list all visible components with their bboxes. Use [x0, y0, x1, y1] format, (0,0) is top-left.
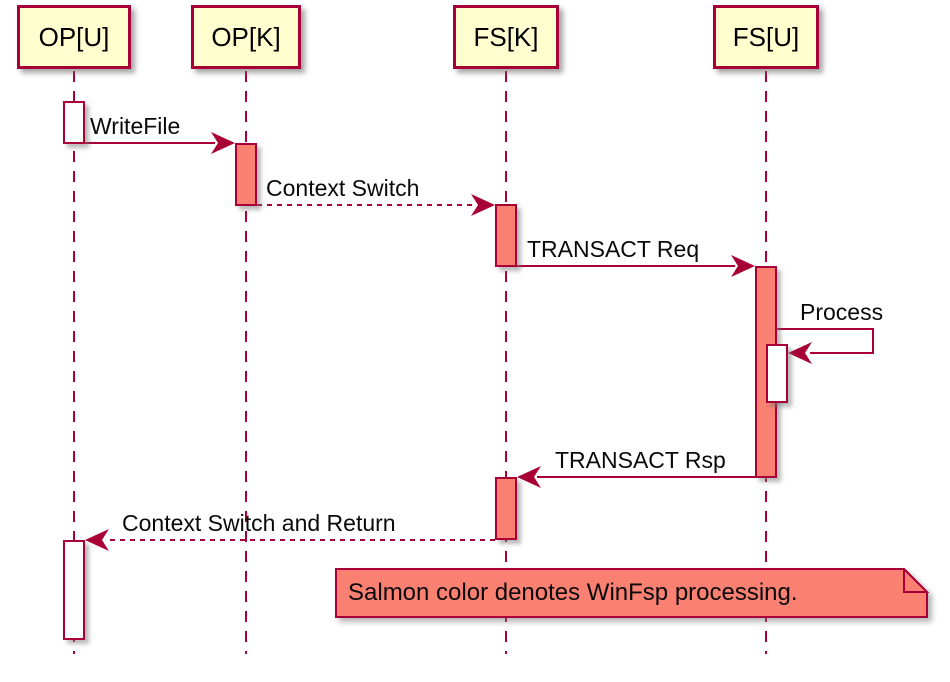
activation-fs-k-winfsp — [495, 204, 517, 267]
arrowhead-left-icon — [517, 466, 541, 488]
note-winfsp-processing: Salmon color denotes WinFsp processing. — [335, 568, 929, 619]
activation-op-u-request — [63, 101, 85, 144]
arrowhead-right-icon — [471, 194, 495, 216]
message-arrow-process-self — [777, 328, 874, 364]
arrowhead-left-icon — [788, 342, 812, 364]
arrowhead-right-icon — [211, 132, 235, 154]
participant-label: FS[U] — [732, 21, 800, 52]
activation-fs-u-process — [766, 344, 788, 403]
message-label-transact-req: TRANSACT Req — [527, 236, 700, 262]
message-label-context-switch: Context Switch — [266, 175, 420, 201]
note-fold-corner-icon — [903, 568, 929, 593]
arrowhead-left-icon — [85, 529, 109, 551]
activation-op-u-return — [63, 540, 85, 640]
participant-label: OP[K] — [211, 21, 281, 52]
message-arrow-transact-req — [517, 255, 755, 277]
message-label-context-switch-return: Context Switch and Return — [122, 510, 396, 536]
message-arrow-writefile — [85, 132, 235, 154]
arrowhead-right-icon — [731, 255, 755, 277]
message-arrow-transact-rsp — [517, 466, 755, 488]
message-arrow-context-switch-return — [85, 529, 495, 551]
activation-fs-k-return — [495, 477, 517, 540]
message-arrow-context-switch — [257, 194, 495, 216]
participant-fs-k: FS[K] — [453, 5, 559, 69]
participant-fs-u: FS[U] — [713, 5, 819, 69]
participant-op-u: OP[U] — [17, 5, 131, 69]
participant-label: FS[K] — [473, 21, 539, 52]
participant-label: OP[U] — [38, 21, 110, 52]
activation-op-k-winfsp — [235, 143, 257, 206]
message-label-transact-rsp: TRANSACT Rsp — [555, 447, 726, 473]
message-label-process: Process — [800, 299, 884, 325]
participant-op-k: OP[K] — [191, 5, 301, 69]
message-label-writefile: WriteFile — [90, 113, 181, 139]
note-shape — [335, 568, 929, 618]
note-text: Salmon color denotes WinFsp processing. — [348, 579, 798, 606]
